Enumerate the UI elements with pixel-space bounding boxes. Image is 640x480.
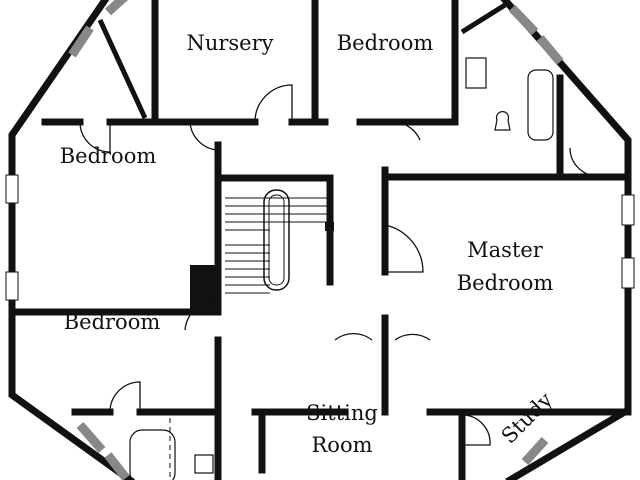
doors: [79, 84, 599, 446]
windows: [5, 0, 635, 480]
label-study: Study: [497, 388, 558, 449]
fixtures: [129, 57, 554, 480]
label-master-1: Master: [467, 238, 544, 262]
label-bedroom-left-upper: Bedroom: [60, 144, 157, 168]
staircase: [225, 189, 334, 294]
label-bedroom-left-lower: Bedroom: [64, 310, 161, 334]
label-bedroom-top: Bedroom: [337, 31, 434, 55]
label-master-2: Bedroom: [457, 271, 554, 295]
interior-walls: [11, 0, 632, 480]
label-nursery: Nursery: [186, 31, 273, 55]
label-sitting-1: Sitting: [306, 401, 378, 425]
label-sitting-2: Room: [311, 433, 372, 457]
